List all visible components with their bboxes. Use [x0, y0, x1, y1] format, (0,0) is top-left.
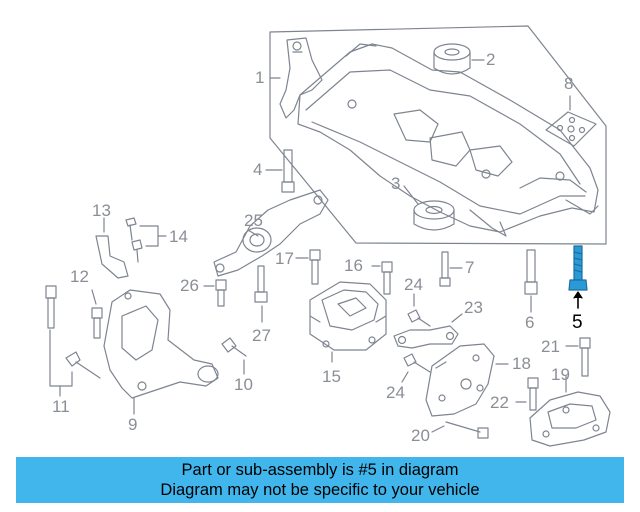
mount-plate-8[interactable] [545, 111, 597, 147]
bracket-19[interactable] [529, 391, 611, 447]
mount-bushing-3[interactable] [413, 200, 455, 231]
torque-link-23[interactable] [393, 325, 459, 349]
callout-17: 17 [275, 249, 294, 268]
bolt-17[interactable] [309, 249, 321, 285]
callout-26: 26 [180, 276, 199, 295]
callout-25: 25 [244, 211, 263, 230]
callout-13: 13 [92, 201, 111, 220]
bolt-21[interactable] [579, 337, 591, 377]
parts-diagram [45, 25, 611, 447]
bolt-20[interactable] [445, 421, 489, 439]
callout-11: 11 [52, 397, 70, 416]
subframe-panel [269, 25, 607, 245]
callout-3: 3 [391, 174, 401, 193]
callout-27: 27 [252, 326, 271, 345]
bracket-18[interactable] [425, 343, 495, 417]
callout-21: 21 [541, 337, 560, 356]
engine-mount-9[interactable] [103, 289, 219, 399]
bolt-5-highlighted[interactable] [568, 245, 588, 291]
bolts-11[interactable] [45, 285, 101, 379]
bolt-7[interactable] [439, 251, 451, 287]
subframe-crossmember[interactable] [279, 37, 599, 237]
callout-8: 8 [564, 74, 574, 93]
callout-9: 9 [128, 415, 138, 434]
bracket-13[interactable] [95, 235, 129, 279]
bolt-4[interactable] [281, 149, 295, 193]
callout-14: 14 [169, 227, 188, 246]
callout-2: 2 [486, 50, 496, 69]
bolts-14[interactable] [125, 217, 143, 263]
mount-arm-25[interactable] [213, 189, 329, 277]
callout-16: 16 [344, 256, 363, 275]
bolt-12[interactable] [91, 307, 103, 339]
callout-19: 19 [551, 365, 570, 384]
banner-line-part: Part or sub-assembly is #5 in diagram [181, 461, 459, 479]
banner-line-disclaimer: Diagram may not be specific to your vehi… [160, 481, 480, 499]
callout-10: 10 [234, 375, 253, 394]
callout-1: 1 [255, 68, 265, 87]
transmission-mount-15[interactable] [309, 281, 387, 351]
bolt-22[interactable] [527, 377, 539, 411]
callout-23: 23 [464, 298, 483, 317]
callout-20: 20 [411, 426, 430, 445]
bolt-26[interactable] [215, 279, 227, 307]
mount-bushing-2[interactable] [433, 43, 471, 75]
bolt-10[interactable] [221, 337, 247, 357]
callout-5: 5 [572, 312, 583, 333]
bolt-24-lower[interactable] [403, 353, 431, 373]
callout-4: 4 [253, 160, 263, 179]
callout-24b: 24 [386, 383, 405, 402]
bolt-16[interactable] [381, 261, 393, 295]
callout-7: 7 [465, 258, 475, 277]
bolt-24-upper[interactable] [407, 309, 431, 327]
callout-24a: 24 [404, 275, 423, 294]
callout-12: 12 [70, 267, 89, 286]
bolt-27[interactable] [254, 265, 268, 303]
bolt-6[interactable] [524, 249, 538, 295]
callout-18: 18 [512, 354, 531, 373]
callout-6: 6 [525, 313, 535, 332]
callout-15: 15 [322, 367, 341, 386]
info-banner: Part or sub-assembly is #5 in diagram Di… [16, 457, 624, 503]
callout-22: 22 [490, 393, 509, 412]
